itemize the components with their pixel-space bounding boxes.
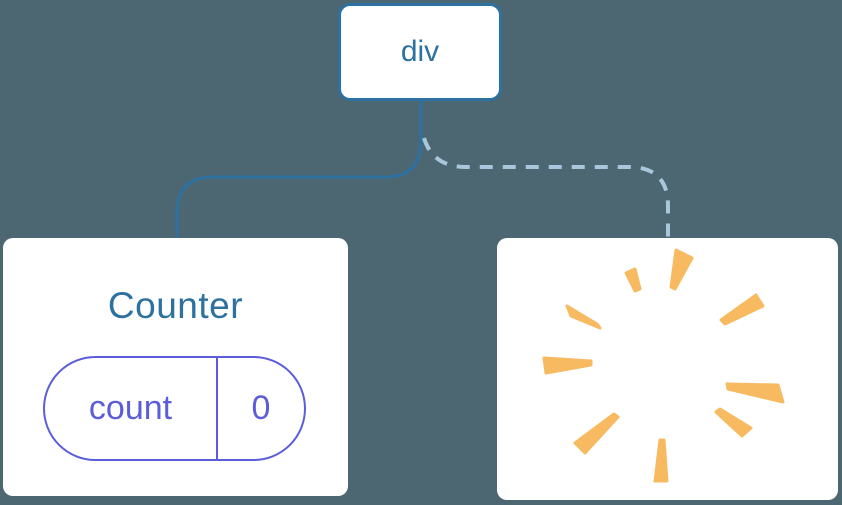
poof-ray-lower-left [573, 412, 619, 455]
tree-node-removed [497, 238, 838, 500]
state-pill: count 0 [43, 356, 306, 461]
poof-ray-lower-right [714, 407, 752, 438]
counter-node-title: Counter [107, 285, 244, 326]
state-pill-value: 0 [251, 389, 271, 427]
state-pill-name: count [45, 358, 218, 459]
edge-dashed-div-to-removed [422, 137, 670, 238]
tree-node-div: div [338, 3, 502, 101]
poof-ray-upper-left [565, 304, 601, 330]
poof-ray-top [669, 248, 693, 291]
poof-ray-bottom [653, 438, 668, 483]
edge-solid-div-to-counter [175, 101, 423, 238]
poof-starburst-icon [542, 248, 784, 483]
poof-ray-upper-left-small [624, 267, 641, 293]
tree-node-counter: Counter count 0 [3, 238, 348, 496]
poof-ray-upper-right [719, 293, 764, 326]
poof-ray-right [725, 382, 784, 404]
poof-ray-left [542, 356, 592, 375]
div-node-label: div [400, 35, 440, 68]
